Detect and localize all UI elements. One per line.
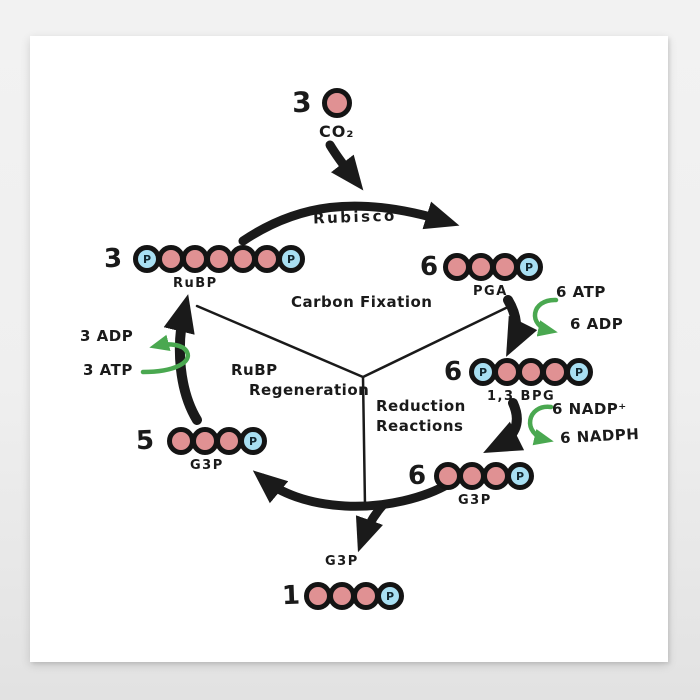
phosphate-bead: P [506, 462, 534, 490]
molecule-pga: 6 P PGA [419, 251, 543, 299]
carbon-bead [482, 462, 510, 490]
molecule-label: RuBP [173, 276, 218, 291]
molecule-count: 6 [419, 251, 439, 283]
molecule-co2: 3 CO₂ [291, 85, 353, 141]
cofactor-label-3adp: 3 ADP [80, 327, 134, 345]
molecule-label: G3P [458, 493, 492, 508]
carbon-bead [467, 253, 495, 281]
molecule-count: 3 [103, 243, 123, 275]
molecule-count: 6 [443, 356, 463, 388]
molecule-count: 6 [407, 460, 427, 492]
carbon-bead [253, 245, 281, 273]
phosphate-bead: P [277, 245, 305, 273]
molecule-label: PGA [473, 284, 508, 299]
molecule-label: CO₂ [319, 122, 355, 141]
phosphate-bead: P [239, 427, 267, 455]
reduction-line1: Reduction [376, 397, 466, 415]
enzyme-label-rubisco: Rubisco [312, 206, 398, 228]
molecule-bpg: 6 P P 1,3 BPG [443, 356, 593, 404]
section-label-rubp-regeneration: RuBP Regeneration [231, 360, 369, 401]
cofactor-label-6adp: 6 ADP [570, 315, 624, 333]
bead-chain: CO₂ [319, 88, 353, 141]
phosphate-bead: P [565, 358, 593, 386]
phosphate-bead: P [469, 358, 497, 386]
cofactor-label-3atp: 3 ATP [83, 361, 133, 379]
regeneration-line2: Regeneration [249, 381, 370, 400]
regeneration-line1: RuBP [231, 361, 278, 379]
molecule-count: 5 [135, 425, 155, 457]
molecule-count: 1 [281, 580, 301, 612]
section-label-reduction-reactions: Reduction Reactions [376, 396, 466, 437]
bead-chain: P PGA [443, 253, 543, 299]
carbon-bead [322, 88, 352, 118]
bead-chain: P G3P [434, 462, 534, 508]
carbon-bead [167, 427, 195, 455]
molecule-g3p-regeneration: 5 P G3P [135, 425, 267, 473]
carbon-bead [517, 358, 545, 386]
molecule-label: G3P [190, 458, 224, 473]
carbon-bead [191, 427, 219, 455]
molecule-label: 1,3 BPG [487, 389, 556, 404]
phosphate-bead: P [515, 253, 543, 281]
cofactor-label-6atp: 6 ATP [556, 283, 606, 301]
bead-chain: P [304, 582, 404, 610]
bead-chain: P P 1,3 BPG [469, 358, 593, 404]
bead-chain: P G3P [167, 427, 267, 473]
reduction-line2: Reactions [376, 417, 464, 436]
molecule-g3p-output: 1 P [281, 580, 404, 612]
molecule-g3p-reduction: 6 P G3P [407, 460, 534, 508]
carbon-bead [352, 582, 380, 610]
cofactor-label-6nadp: 6 NADP⁺ [552, 400, 627, 418]
phosphate-bead: P [376, 582, 404, 610]
section-label-carbon-fixation: Carbon Fixation [291, 293, 433, 311]
g3p-output-label: G3P [325, 554, 359, 569]
molecule-count: 3 [291, 85, 313, 120]
